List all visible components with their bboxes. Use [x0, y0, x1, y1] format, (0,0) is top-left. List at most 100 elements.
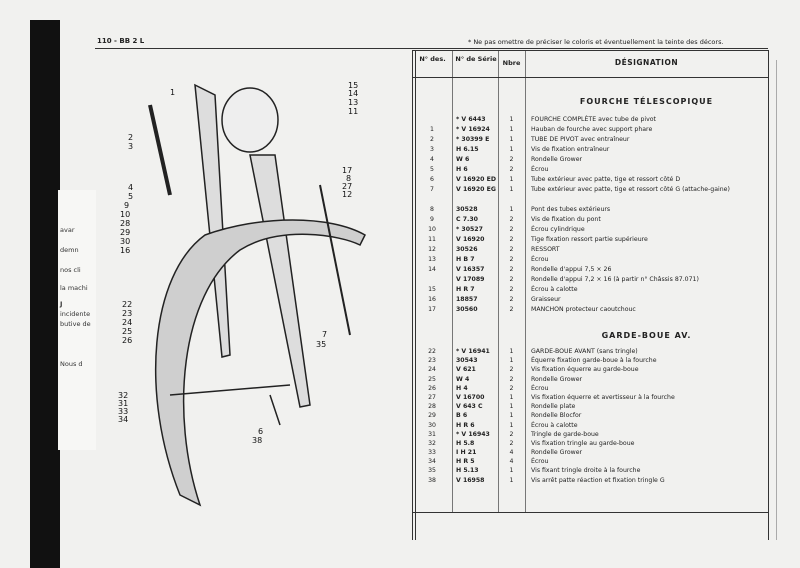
col-header-qty: Nbre	[502, 59, 521, 67]
designation: Tube extérieur avec patte, tige et resso…	[531, 186, 730, 193]
callout-label: 22	[122, 300, 132, 309]
quantity: 2	[509, 236, 514, 243]
callout-label: 7	[322, 330, 327, 339]
serial-number: B 6	[456, 412, 468, 420]
serial-number: V 16920 ED	[456, 176, 496, 183]
callout-label: 24	[122, 318, 132, 327]
quantity: 2	[509, 276, 514, 283]
serial-number: * V 16924	[456, 126, 490, 133]
part-number: 35	[428, 467, 436, 475]
callout-label: 14	[348, 89, 358, 98]
part-number: 2	[430, 136, 434, 143]
quantity: 1	[509, 357, 514, 365]
callout-label: 32	[118, 391, 128, 400]
column-divider	[498, 50, 499, 512]
part-number: 6	[430, 176, 434, 183]
designation: GARDE-BOUE AVANT (sans tringle)	[531, 348, 638, 355]
callout-label: 10	[120, 210, 130, 219]
quantity: 1	[509, 393, 514, 401]
designation: Écrou	[531, 384, 549, 392]
callout-label: 11	[348, 107, 358, 116]
quantity: 1	[509, 206, 514, 213]
serial-number: 30560	[456, 306, 478, 313]
part-number: 11	[428, 236, 436, 243]
callout-label: 13	[348, 98, 358, 107]
part-number: 30	[428, 421, 436, 429]
part-number: 1	[430, 126, 434, 133]
quantity: 2	[509, 216, 514, 223]
part-number: 8	[430, 206, 434, 213]
table-row: 14 V 16357 2 Rondelle d'appui 7,5 × 26	[413, 266, 768, 276]
part-number: 31	[428, 430, 436, 438]
serial-number: * V 16941	[456, 348, 490, 355]
part-number: 9	[430, 216, 434, 223]
part-number: 13	[428, 256, 436, 263]
serial-number: V 621	[456, 366, 476, 374]
serial-number: V 16958	[456, 476, 485, 484]
serial-number: 18857	[456, 296, 478, 303]
quantity: 2	[509, 266, 514, 273]
part-number: 26	[428, 384, 436, 392]
serial-number: * 30399 E	[456, 136, 490, 143]
part-number: 12	[428, 246, 436, 253]
serial-number: H 6	[456, 166, 468, 173]
serial-number: V 643 C	[456, 403, 483, 411]
callout-label: 31	[118, 399, 128, 408]
part-number: 14	[428, 266, 436, 273]
quantity: 1	[509, 412, 514, 420]
part-number: 28	[428, 403, 436, 411]
designation: Rondelle d'appui 7,5 × 26	[531, 266, 612, 273]
quantity: 1	[509, 348, 514, 355]
scan-binding-edge	[30, 20, 60, 568]
adjacent-page-fragment: avar demn nos cli la machi J incidente b…	[58, 190, 96, 450]
column-divider	[525, 50, 526, 512]
fragment-text: avar	[60, 226, 75, 234]
serial-number: V 16700	[456, 393, 485, 401]
quantity: 1	[509, 126, 514, 133]
page-label: 110 - BB 2 L	[97, 37, 145, 45]
designation: Vis fixation tringle au garde-boue	[531, 439, 635, 447]
callout-label: 16	[120, 246, 130, 255]
callout-label: 30	[120, 237, 130, 246]
serial-number: H B 7	[456, 256, 475, 263]
callout-label: 38	[252, 436, 262, 445]
table-border-left	[412, 50, 413, 540]
designation: Tige fixation ressort partie supérieure	[531, 236, 648, 243]
callout-label: 4	[128, 183, 133, 192]
designation: Rondelle Grower	[531, 156, 583, 163]
designation: Écrou à calotte	[531, 421, 578, 429]
quantity: 4	[509, 458, 514, 466]
quantity: 1	[509, 136, 514, 143]
serial-number: V 16920 EG	[456, 186, 496, 193]
table-bottom-rule	[413, 512, 769, 513]
part-number: 34	[428, 458, 436, 466]
quantity: 2	[509, 286, 514, 293]
serial-number: 30528	[456, 206, 478, 213]
designation: Tringle de garde-boue	[531, 430, 599, 438]
callout-label: 1	[170, 88, 175, 97]
designation: Vis de fixation du pont	[531, 216, 601, 223]
fragment-text: Nous d	[60, 360, 83, 368]
quantity: 2	[509, 439, 514, 447]
callout-label: 28	[120, 219, 130, 228]
serial-number: V 16357	[456, 266, 485, 273]
part-number: 5	[430, 166, 434, 173]
